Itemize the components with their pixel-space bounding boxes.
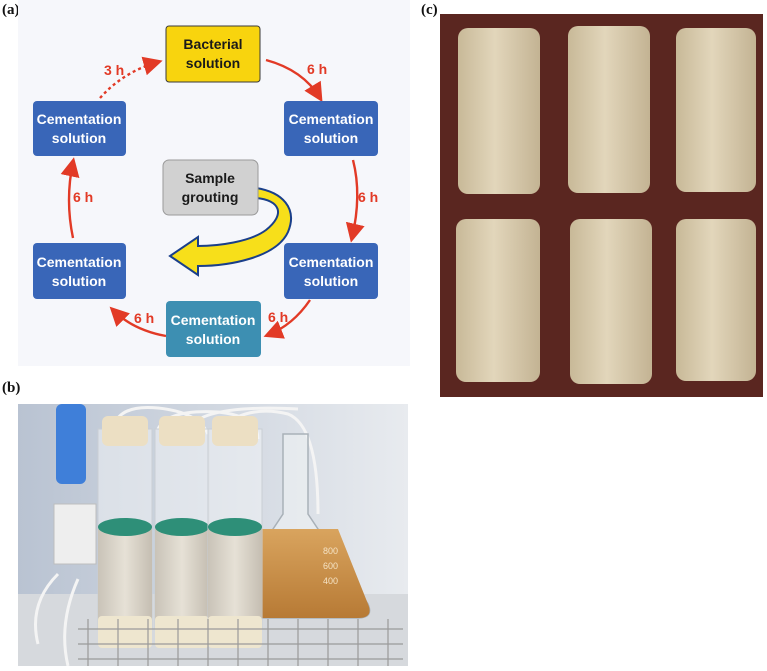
- cementation-box-left-top: [33, 101, 126, 156]
- flask-mark-400: 400: [323, 576, 338, 586]
- arrow-left-bottom-to-left-top: [60, 157, 80, 239]
- grouting-cycle-diagram: 3 h 6 h 6 h 6 h 6 h 6 h Bacterial soluti…: [18, 0, 410, 366]
- cementation-left-bottom-line2: solution: [52, 273, 106, 289]
- wire-rack: [78, 619, 403, 666]
- cementation-box-bottom: [166, 301, 261, 357]
- specimen-top-left: [458, 28, 540, 194]
- tube-pump: [53, 503, 97, 565]
- grouting-box-line1: Sample: [185, 170, 235, 186]
- cementation-box-left-bottom: [33, 243, 126, 299]
- specimen-bottom-left: [456, 219, 540, 382]
- bacterial-box-line1: Bacterial: [183, 36, 242, 52]
- specimen-bottom-right: [676, 219, 756, 381]
- cementation-right-top-line1: Cementation: [289, 111, 374, 127]
- bacterial-solution-box: [165, 25, 261, 83]
- specimens-svg: [440, 14, 763, 397]
- interval-label-6h-c: 6 h: [268, 309, 288, 325]
- interval-label-6h-d: 6 h: [134, 310, 154, 326]
- sand-column-3: [207, 416, 263, 648]
- arrow-right-top-to-right-bottom: [345, 159, 365, 243]
- cementation-right-top-line2: solution: [304, 130, 358, 146]
- panel-label-b: (b): [2, 380, 21, 396]
- bacterial-box-line2: solution: [186, 55, 240, 71]
- cementation-left-top-line2: solution: [52, 130, 106, 146]
- specimen-bottom-middle: [570, 219, 652, 384]
- arrow-bottom-to-left-bottom: [109, 306, 167, 338]
- flask-mark-800: 800: [323, 546, 338, 556]
- arrow-bacterial-to-right-top: [265, 58, 323, 103]
- cementation-box-right-bottom: [284, 243, 378, 299]
- interval-label-3h: 3 h: [104, 62, 124, 78]
- lab-setup-svg: 800 600 400: [18, 404, 408, 667]
- sample-grouting-box: [162, 159, 259, 216]
- cementation-right-bottom-line2: solution: [304, 273, 358, 289]
- grouting-box-line2: grouting: [182, 189, 239, 205]
- panel-label-c: (c): [421, 2, 438, 18]
- lab-setup-photo: 800 600 400: [18, 404, 408, 667]
- interval-label-6h-a: 6 h: [307, 61, 327, 77]
- panel-label-a: (a): [2, 2, 20, 18]
- grouting-curved-arrow: [168, 186, 292, 277]
- sand-column-2: [154, 416, 210, 648]
- cycle-diagram-svg: 3 h 6 h 6 h 6 h 6 h 6 h Bacterial soluti…: [33, 25, 378, 357]
- cementation-left-bottom-line1: Cementation: [37, 254, 122, 270]
- cementation-bottom-line2: solution: [186, 331, 240, 347]
- specimen-top-right: [676, 28, 756, 192]
- specimen-top-middle: [568, 26, 650, 193]
- flask-mark-600: 600: [323, 561, 338, 571]
- cementation-box-right-top: [284, 101, 378, 156]
- interval-label-6h-e: 6 h: [73, 189, 93, 205]
- interval-label-6h-b: 6 h: [358, 189, 378, 205]
- cementation-bottom-line1: Cementation: [171, 312, 256, 328]
- cementation-right-bottom-line1: Cementation: [289, 254, 374, 270]
- cementation-left-top-line1: Cementation: [37, 111, 122, 127]
- sand-column-1: [97, 416, 153, 648]
- blue-container: [56, 404, 86, 484]
- arrow-left-top-to-bacterial: [99, 56, 163, 99]
- arrow-right-bottom-to-bottom: [263, 299, 311, 339]
- cemented-specimens-photo: [440, 14, 763, 397]
